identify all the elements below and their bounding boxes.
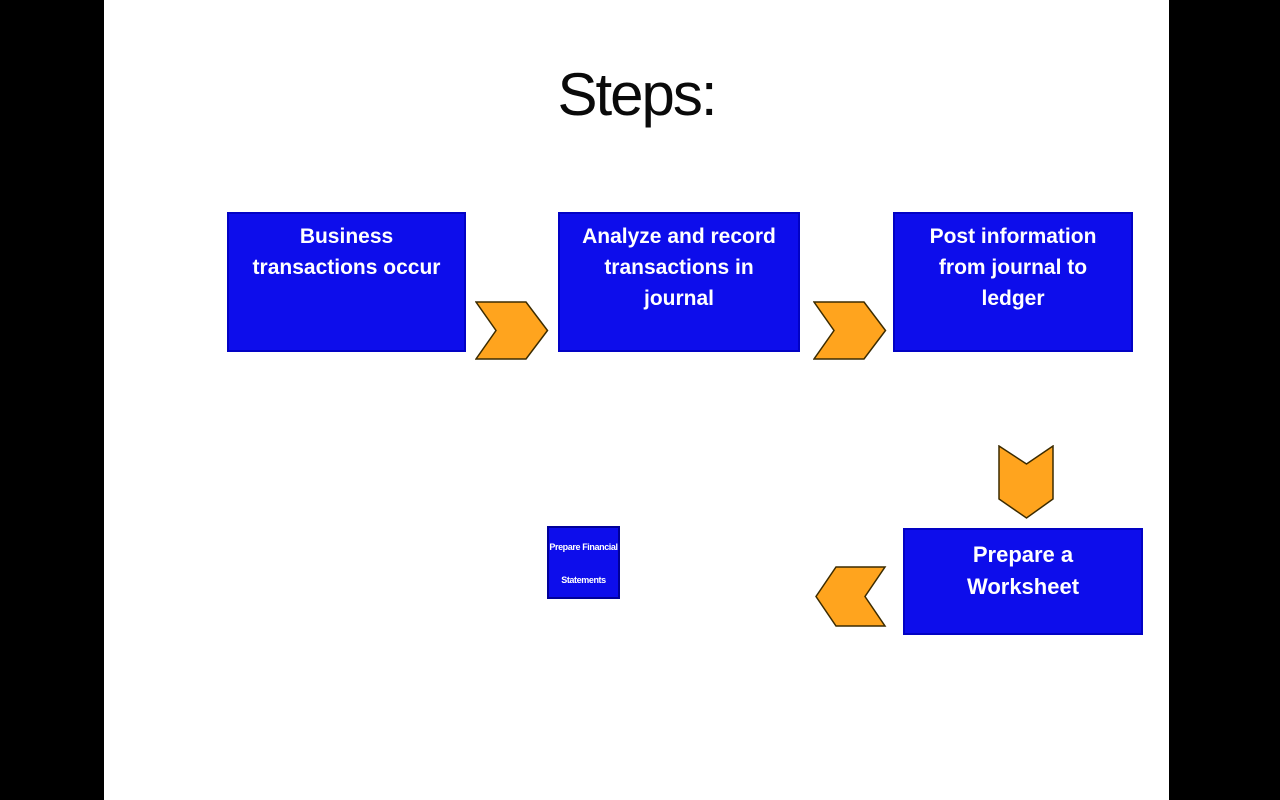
letterbox-right [1169, 0, 1280, 800]
letterbox-left [0, 0, 104, 800]
step-line: Post information [929, 225, 1097, 248]
step-line: Prepare Financial [549, 542, 618, 552]
step-box-business-transactions: Business transactions occur [227, 212, 466, 352]
step-line: Business [299, 225, 394, 248]
step-line: journal [643, 287, 714, 310]
step-line: Prepare a [972, 542, 1074, 567]
chevron-down-icon [998, 445, 1054, 519]
step-box-prepare-worksheet: Prepare a Worksheet [903, 528, 1143, 635]
slide-title: Steps: [557, 61, 717, 128]
step-line: from journal to [938, 256, 1088, 279]
chevron-right-icon [813, 301, 887, 360]
chevron-left-icon [815, 566, 887, 627]
step-box-analyze-record: Analyze and record transactions in journ… [558, 212, 800, 352]
step-line: transactions occur [252, 256, 441, 279]
step-line: ledger [981, 287, 1045, 310]
step-line: Statements [561, 575, 606, 585]
step-line: transactions in [604, 256, 754, 279]
chevron-right-icon [475, 301, 549, 360]
step-box-prepare-financial-statements: Prepare Financial Statements [547, 526, 620, 599]
step-line: Worksheet [966, 574, 1080, 599]
step-line: Analyze and record [582, 225, 776, 248]
step-box-post-information: Post information from journal to ledger [893, 212, 1133, 352]
